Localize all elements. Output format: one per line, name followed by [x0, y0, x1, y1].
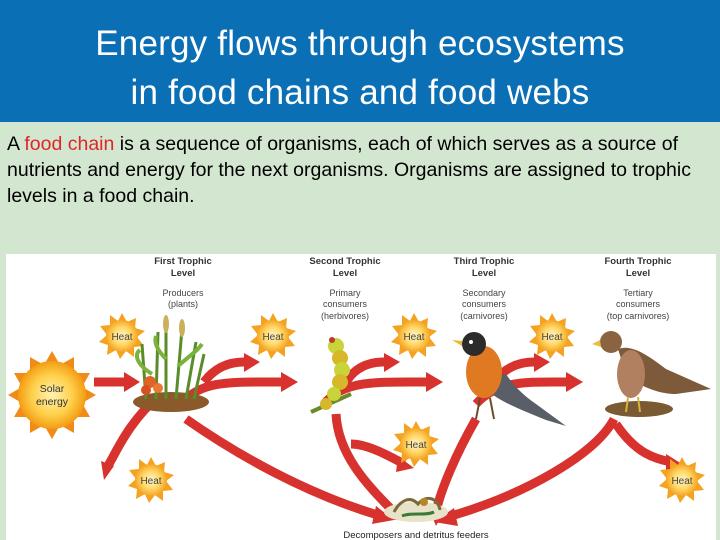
food-chain-diagram: First Trophic Level Producers (plants) S… — [6, 254, 716, 540]
level-2-sub-2: consumers — [323, 299, 368, 309]
level-4-sub-2: consumers — [616, 299, 661, 309]
level-4-sub-3: (top carnivores) — [607, 311, 670, 321]
level-4-title-2: Level — [626, 268, 650, 279]
level-4-title: Fourth Trophic — [604, 256, 671, 267]
energy-flow-arrows — [94, 357, 672, 521]
body-rest: is a sequence of organisms, each of whic… — [7, 133, 691, 207]
level-1-title: First Trophic — [154, 256, 212, 267]
level-1-title-2: Level — [171, 268, 195, 279]
food-chain-term: food chain — [24, 133, 115, 155]
heat-label: Heat — [262, 332, 283, 343]
heat-label: Heat — [541, 332, 562, 343]
level-1-sub-1: Producers — [162, 288, 204, 298]
level-2-title-2: Level — [333, 268, 357, 279]
heat-label: Heat — [403, 332, 424, 343]
heat-label: Heat — [405, 440, 426, 451]
title-bar: Energy flows through ecosystems in food … — [0, 0, 720, 122]
level-1-heading: First Trophic Level Producers (plants) — [154, 256, 212, 309]
caterpillar-icon — [310, 337, 352, 414]
decomposers-icon — [384, 496, 448, 522]
level-4-heading: Fourth Trophic Level Tertiary consumers … — [604, 256, 671, 321]
level-3-heading: Third Trophic Level Secondary consumers … — [454, 256, 515, 321]
heat-label: Heat — [111, 332, 132, 343]
level-3-title-2: Level — [472, 268, 496, 279]
level-1-sub-2: (plants) — [168, 299, 198, 309]
title-line-2: in food chains and food webs — [130, 73, 590, 112]
sun-label-1: Solar — [40, 383, 65, 395]
level-3-sub-3: (carnivores) — [460, 311, 508, 321]
level-4-sub-1: Tertiary — [623, 288, 653, 298]
heat-label: Heat — [671, 476, 692, 487]
body-paragraph: A food chain is a sequence of organisms,… — [7, 131, 717, 209]
hawk-icon — [592, 331, 711, 417]
level-2-sub-3: (herbivores) — [321, 311, 369, 321]
sun-label-2: energy — [36, 396, 69, 408]
bottom-label: Decomposers and detritus feeders — [343, 530, 488, 540]
heat-label: Heat — [140, 476, 161, 487]
level-2-sub-1: Primary — [330, 288, 361, 298]
level-3-sub-1: Secondary — [462, 288, 506, 298]
sun-icon — [8, 351, 96, 439]
level-3-title: Third Trophic — [454, 256, 515, 267]
title-line-1: Energy flows through ecosystems — [95, 24, 625, 63]
plant-icon — [133, 315, 209, 412]
level-3-sub-2: consumers — [462, 299, 507, 309]
level-2-heading: Second Trophic Level Primary consumers (… — [309, 256, 380, 321]
level-2-title: Second Trophic — [309, 256, 380, 267]
body-lead: A — [7, 133, 25, 155]
robin-icon — [452, 332, 566, 426]
